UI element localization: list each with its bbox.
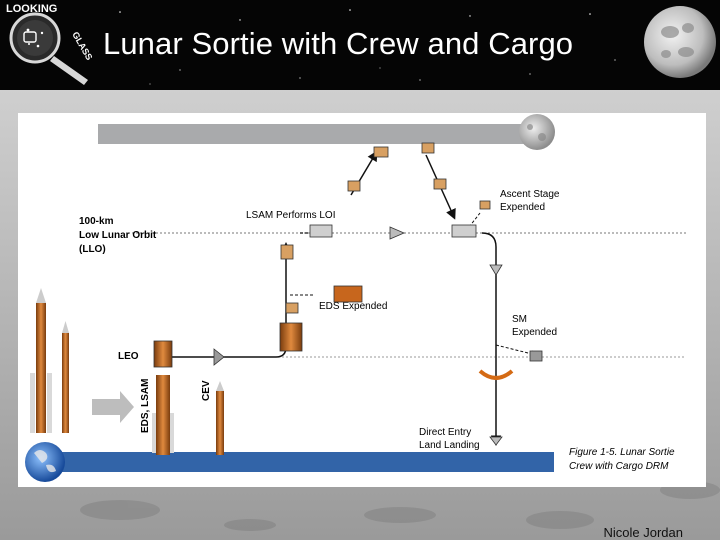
mission-diagram-svg: 100-km Low Lunar Orbit (LLO) LEO LSAM Pe…: [18, 113, 706, 487]
logo-text-top: LOOKING: [6, 3, 57, 15]
figure-caption-2: Crew with Cargo DRM: [569, 461, 669, 472]
figure-caption-1: Figure 1-5. Lunar Sortie: [569, 447, 675, 458]
moon-surface-bar: [98, 124, 536, 144]
orbit-label-2: Low Lunar Orbit: [79, 230, 157, 241]
trajectory-to-llo: [168, 245, 286, 357]
trajectory-return: [482, 233, 496, 443]
direct-entry-label-1: Direct Entry: [419, 427, 471, 438]
cev-label: CEV: [201, 380, 212, 401]
ascent-stage-label-1: Ascent Stage: [500, 189, 560, 200]
author-credit: Nicole Jordan: [604, 525, 684, 540]
ascent-stage-label-2: Expended: [500, 202, 545, 213]
looking-glass-logo: LOOKING GLASS: [2, 0, 102, 88]
moon-icon: [519, 114, 555, 150]
eds-expended-label: EDS Expended: [319, 301, 387, 312]
orbit-label-3: (LLO): [79, 244, 106, 255]
launch-vehicles: [30, 288, 224, 455]
spacecraft-icons: [154, 143, 542, 445]
header-moon-image: [640, 2, 720, 82]
earth-icon: [25, 442, 65, 482]
slide-title: Lunar Sortie with Crew and Cargo: [103, 26, 573, 62]
direct-entry-label-2: Land Landing: [419, 440, 480, 451]
leo-label: LEO: [118, 351, 139, 362]
logo-text-side: GLASS: [70, 30, 94, 62]
earth-surface-bar: [46, 452, 554, 472]
lsam-loi-label: LSAM Performs LOI: [246, 210, 335, 221]
eds-lsam-label: EDS, LSAM: [140, 379, 151, 433]
orbit-label-1: 100-km: [79, 216, 114, 227]
header-bar: LOOKING GLASS Lunar Sortie with Crew and…: [0, 0, 720, 90]
sm-expended-label-1: SM: [512, 314, 527, 325]
mission-diagram: 100-km Low Lunar Orbit (LLO) LEO LSAM Pe…: [18, 113, 706, 487]
sm-expended-label-2: Expended: [512, 327, 557, 338]
